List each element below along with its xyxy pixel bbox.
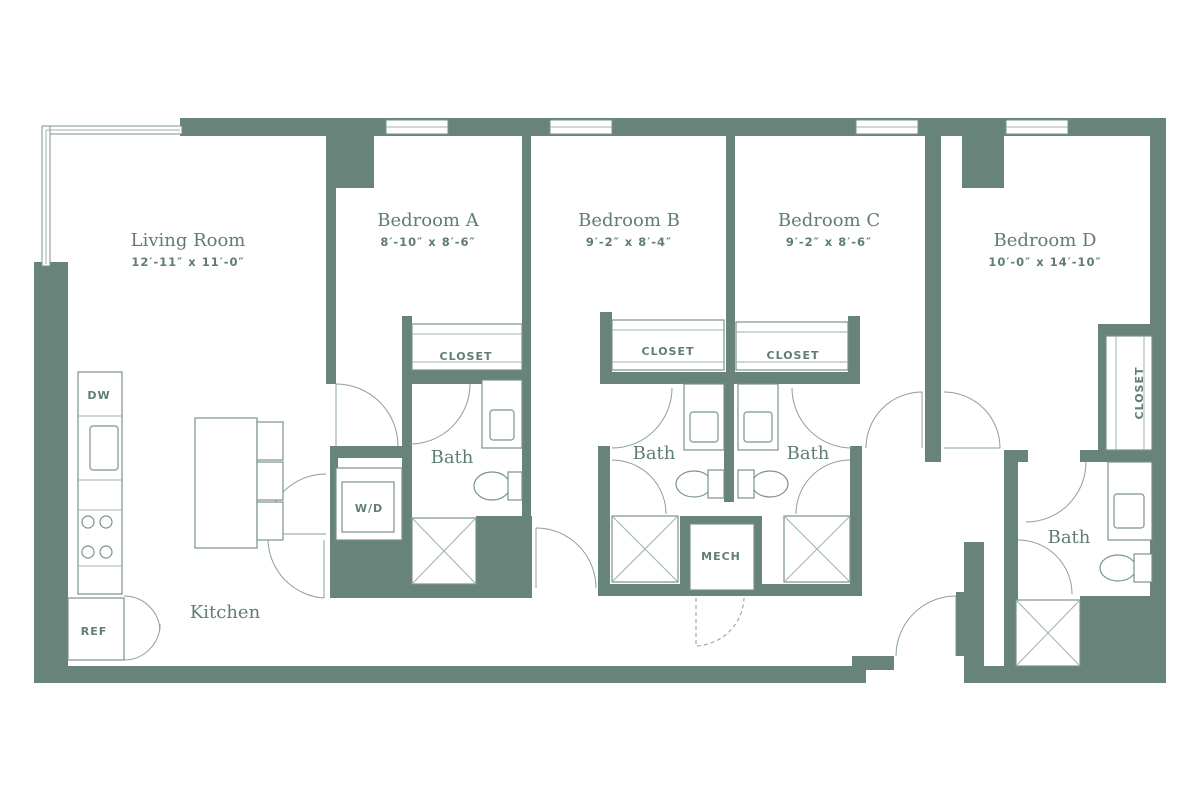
exterior-walls <box>34 118 1166 683</box>
living-room-name: Living Room <box>131 230 246 251</box>
closet-a-label: CLOSET <box>440 350 493 363</box>
bedroom-c-dims: 9′-2″ x 8′-6″ <box>786 235 872 249</box>
bedroom-b-dims: 9′-2″ x 8′-4″ <box>586 235 672 249</box>
bedroom-c-name: Bedroom C <box>778 210 880 231</box>
closets <box>411 319 1153 451</box>
wd-label: W/D <box>355 502 383 515</box>
closet-b-label: CLOSET <box>642 345 695 358</box>
mech-label: MECH <box>701 550 741 563</box>
bath-d-label: Bath <box>1048 527 1091 548</box>
living-room-dims: 12′-11″ x 11′-0″ <box>131 255 244 269</box>
bath-b-label: Bath <box>633 443 676 464</box>
bedroom-a-name: Bedroom A <box>377 210 479 231</box>
bedroom-b-name: Bedroom B <box>578 210 680 231</box>
ref-label: REF <box>81 625 108 638</box>
closet-c-label: CLOSET <box>767 349 820 362</box>
utility-boxes <box>335 467 755 591</box>
bedroom-d-name: Bedroom D <box>994 230 1097 251</box>
bath-fixtures <box>411 379 1153 667</box>
closet-d-label: CLOSET <box>1133 367 1146 420</box>
bath-a-label: Bath <box>431 447 474 468</box>
kitchen-fixtures <box>67 371 284 661</box>
kitchen-name: Kitchen <box>190 602 261 623</box>
bath-c-label: Bath <box>787 443 830 464</box>
bedroom-a-dims: 8′-10″ x 8′-6″ <box>380 235 475 249</box>
bedroom-d-dims: 10′-0″ x 14′-10″ <box>988 255 1101 269</box>
corner-window <box>41 125 183 267</box>
dw-label: DW <box>87 389 110 402</box>
windows-top <box>385 119 1069 135</box>
doors <box>123 383 1087 661</box>
